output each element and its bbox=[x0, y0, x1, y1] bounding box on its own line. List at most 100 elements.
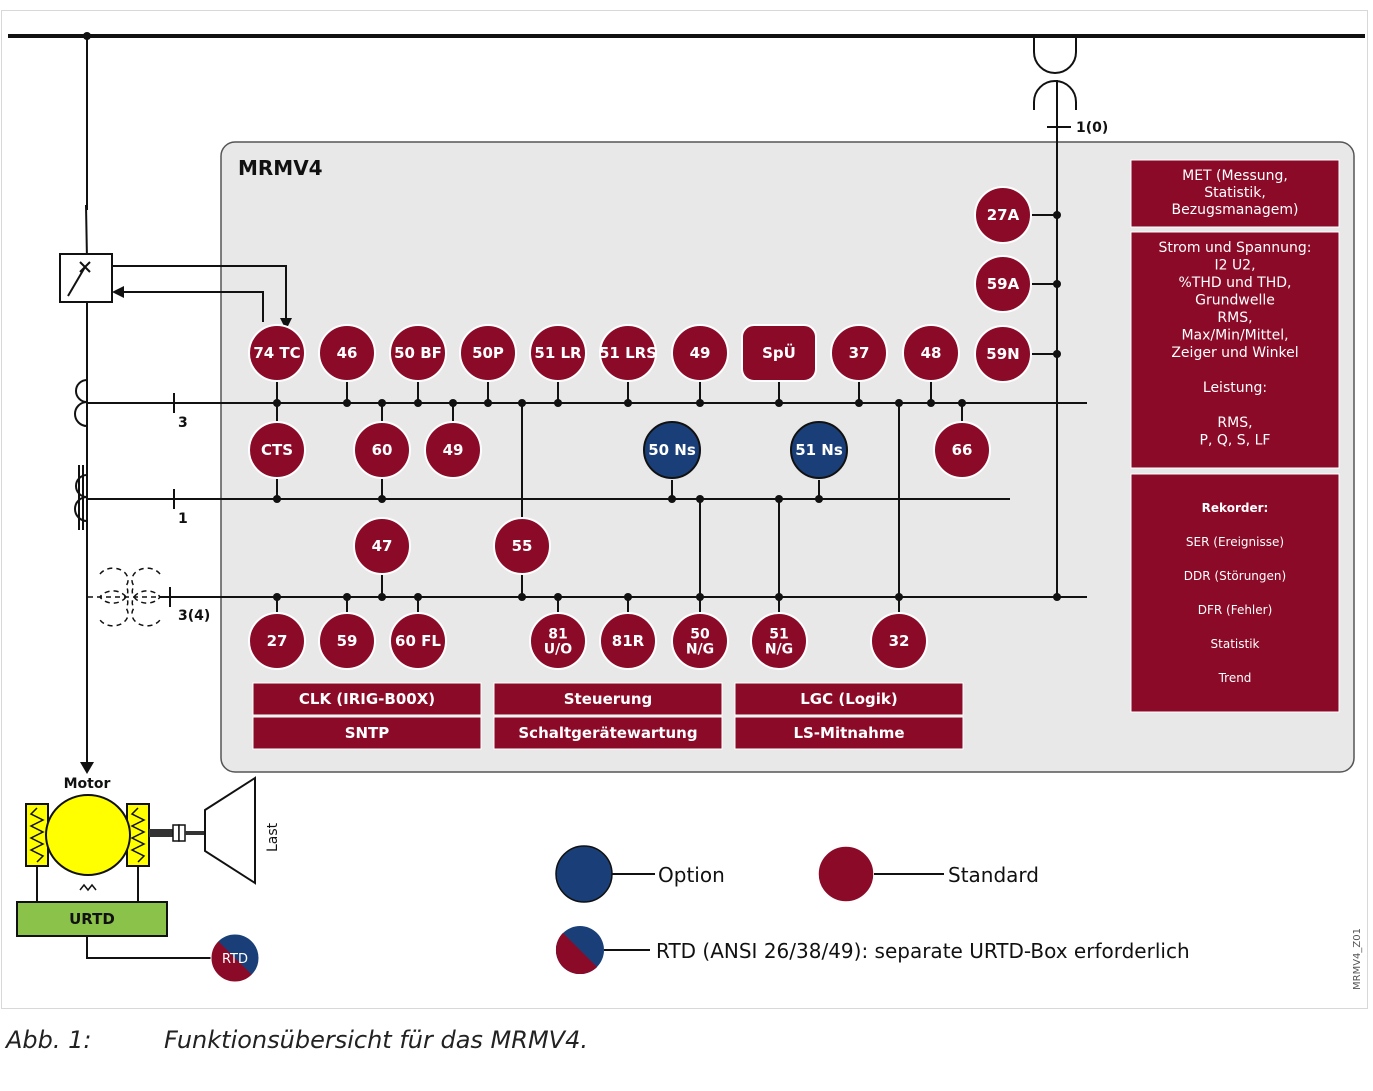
function-label: 50 BF bbox=[394, 344, 442, 362]
function-27: 27 bbox=[248, 612, 306, 670]
ct-top-label: 1(0) bbox=[1076, 120, 1108, 136]
met-line: MET (Messung, bbox=[1182, 168, 1288, 184]
measure-line: RMS, bbox=[1217, 415, 1252, 431]
function-cts: CTS bbox=[248, 421, 306, 479]
figure-id: MRMV4_Z01 bbox=[1352, 928, 1363, 990]
bar-label: Schaltgerätewartung bbox=[518, 724, 697, 742]
measure-line: Leistung: bbox=[1203, 380, 1267, 396]
function-label: 51 LRS bbox=[599, 344, 657, 362]
bar-label: LGC (Logik) bbox=[800, 690, 898, 708]
measure-line: RMS, bbox=[1217, 310, 1252, 326]
function-label: 51 LR bbox=[534, 344, 582, 362]
function-label: 60 bbox=[372, 441, 393, 459]
function-label: 32 bbox=[889, 632, 910, 650]
function-59: 59 bbox=[318, 612, 376, 670]
function-51-lrs: 51 LRS bbox=[599, 324, 657, 382]
measure-line: %THD und THD, bbox=[1178, 275, 1291, 291]
motor-label: Motor bbox=[64, 776, 111, 792]
function-label: U/O bbox=[544, 642, 572, 658]
function-37: 37 bbox=[830, 324, 888, 382]
recorder-line: DFR (Fehler) bbox=[1198, 603, 1273, 617]
function-50-ns: 50 Ns bbox=[643, 421, 701, 479]
figure-caption: Abb. 1: Funktionsübersicht für das MRMV4. bbox=[6, 1026, 588, 1054]
function-46: 46 bbox=[318, 324, 376, 382]
function-81-u-o: 81U/O bbox=[529, 612, 587, 670]
function-50-n-g: 50N/G bbox=[671, 612, 729, 670]
circuit-breaker bbox=[59, 253, 113, 303]
met-line: Statistik, bbox=[1204, 185, 1266, 201]
vt-label: 3(4) bbox=[178, 608, 210, 624]
measure-line: I2 U2, bbox=[1214, 258, 1255, 274]
function-label: N/G bbox=[686, 642, 714, 658]
load-label: Last bbox=[265, 822, 281, 852]
recorder-line: Trend bbox=[1218, 671, 1252, 685]
function-label: 27 bbox=[267, 632, 288, 650]
function-bar-1: CLK (IRIG-B00X)SNTP bbox=[252, 682, 482, 750]
function-label: 50 Ns bbox=[648, 441, 696, 459]
function-label: 37 bbox=[849, 344, 870, 362]
function-59n: 59N bbox=[974, 325, 1032, 383]
function-bar-3: LGC (Logik) LS-Mitnahme bbox=[734, 682, 964, 750]
function-label: 48 bbox=[921, 344, 942, 362]
measure-line: Zeiger und Winkel bbox=[1171, 345, 1298, 361]
function-label: 59A bbox=[987, 275, 1020, 293]
function-label: 49 bbox=[443, 441, 464, 459]
function-label: 51 bbox=[769, 627, 788, 643]
device-title: MRMV4 bbox=[238, 156, 323, 180]
ct-ground-label: 1 bbox=[178, 511, 188, 527]
caption-number: Abb. 1: bbox=[6, 1026, 92, 1054]
function-label: N/G bbox=[765, 642, 793, 658]
function-label: 59 bbox=[337, 632, 358, 650]
function-label: 27A bbox=[987, 206, 1020, 224]
function-label: CTS bbox=[261, 441, 293, 459]
caption-text: Funktionsübersicht für das MRMV4. bbox=[164, 1026, 588, 1054]
function-66: 66 bbox=[933, 421, 991, 479]
function-49: 49 bbox=[671, 324, 729, 382]
recorder-title: Rekorder: bbox=[1202, 501, 1269, 515]
legend-rtd-icon bbox=[555, 926, 604, 975]
function-51-ns: 51 Ns bbox=[790, 421, 848, 479]
function-label: SpÜ bbox=[762, 343, 796, 362]
urtd-box bbox=[16, 901, 168, 937]
motor-assembly: Motor Last URTD RTD bbox=[16, 776, 281, 983]
function-51-lr: 51 LR bbox=[529, 324, 587, 382]
ct-phase-label: 3 bbox=[178, 415, 188, 431]
function-label: 49 bbox=[690, 344, 711, 362]
function-27a: 27A bbox=[974, 186, 1032, 244]
side-panel: MET (Messung,Statistik,Bezugsmanagem) St… bbox=[1130, 159, 1340, 713]
function-label: 59N bbox=[986, 345, 1019, 363]
function-label: 51 Ns bbox=[795, 441, 843, 459]
rtd-label: RTD bbox=[222, 952, 248, 967]
bar-label: LS-Mitnahme bbox=[793, 724, 904, 742]
measure-line: Grundwelle bbox=[1195, 293, 1275, 309]
legend-rtd-label: RTD (ANSI 26/38/49): separate URTD-Box e… bbox=[656, 939, 1190, 963]
bar-label: Steuerung bbox=[564, 690, 653, 708]
function-label: 47 bbox=[372, 537, 393, 555]
legend-standard-icon bbox=[817, 845, 875, 903]
function-50p: 50P bbox=[459, 324, 517, 382]
function-50-bf: 50 BF bbox=[389, 324, 447, 382]
measure-line: Strom und Spannung: bbox=[1158, 240, 1311, 256]
bar-label: SNTP bbox=[345, 724, 390, 742]
recorder-line: Statistik bbox=[1211, 637, 1260, 651]
function-74-tc: 74 TC bbox=[248, 324, 306, 382]
function-60: 60 bbox=[353, 421, 411, 479]
bottom-bars: CLK (IRIG-B00X)SNTPSteuerungSchaltgeräte… bbox=[252, 682, 964, 750]
function-label: 60 FL bbox=[395, 632, 441, 650]
function-55: 55 bbox=[493, 517, 551, 575]
function-49: 49 bbox=[424, 421, 482, 479]
function-label: 55 bbox=[512, 537, 533, 555]
function-label: 74 TC bbox=[253, 344, 300, 362]
function-label: 46 bbox=[337, 344, 358, 362]
legend-option-icon bbox=[555, 845, 613, 903]
function-48: 48 bbox=[902, 324, 960, 382]
function-label: 50P bbox=[472, 344, 504, 362]
load-icon bbox=[204, 776, 256, 885]
function-59a: 59A bbox=[974, 255, 1032, 313]
device-panel bbox=[220, 141, 1355, 773]
urtd-label: URTD bbox=[69, 910, 115, 928]
legend-option-label: Option bbox=[658, 863, 725, 887]
function-47: 47 bbox=[353, 517, 411, 575]
